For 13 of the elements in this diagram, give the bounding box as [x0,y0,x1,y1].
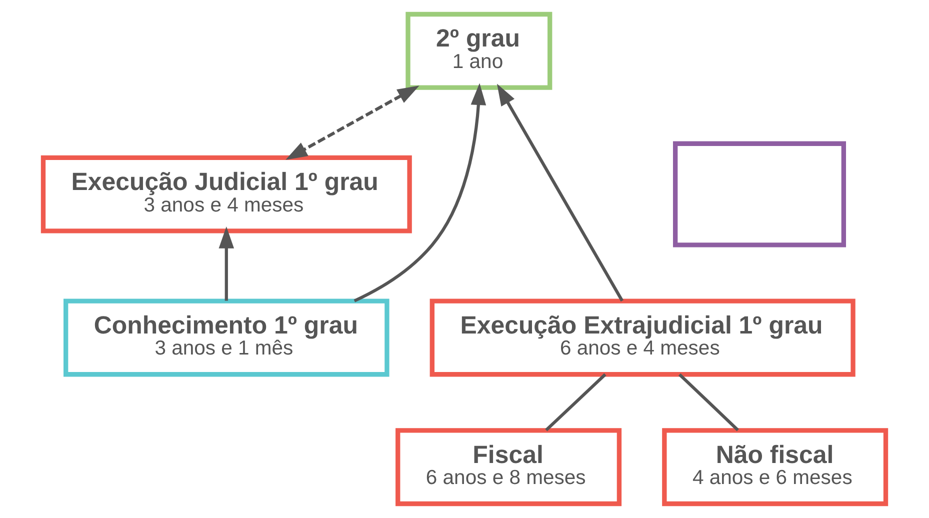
arrow [218,226,234,301]
arrow [496,84,624,302]
node-box: 2º grau 1 ano [406,12,552,90]
node-box: Execução Judicial 1º grau 3 anos e 4 meses [40,155,412,234]
node-box: Fiscal 6 anos e 8 meses [396,428,622,506]
node-box: Execução Extrajudicial 1º grau 6 anos e 4 meses [430,298,856,377]
node-box [672,141,846,248]
connector [678,373,739,432]
arrow [354,83,486,302]
node-box: Não fiscal 4 anos e 6 meses [662,428,888,506]
arrow [286,86,420,160]
node-box: Conhecimento 1º grau 3 anos e 1 mês [64,298,390,377]
connector [545,373,606,432]
